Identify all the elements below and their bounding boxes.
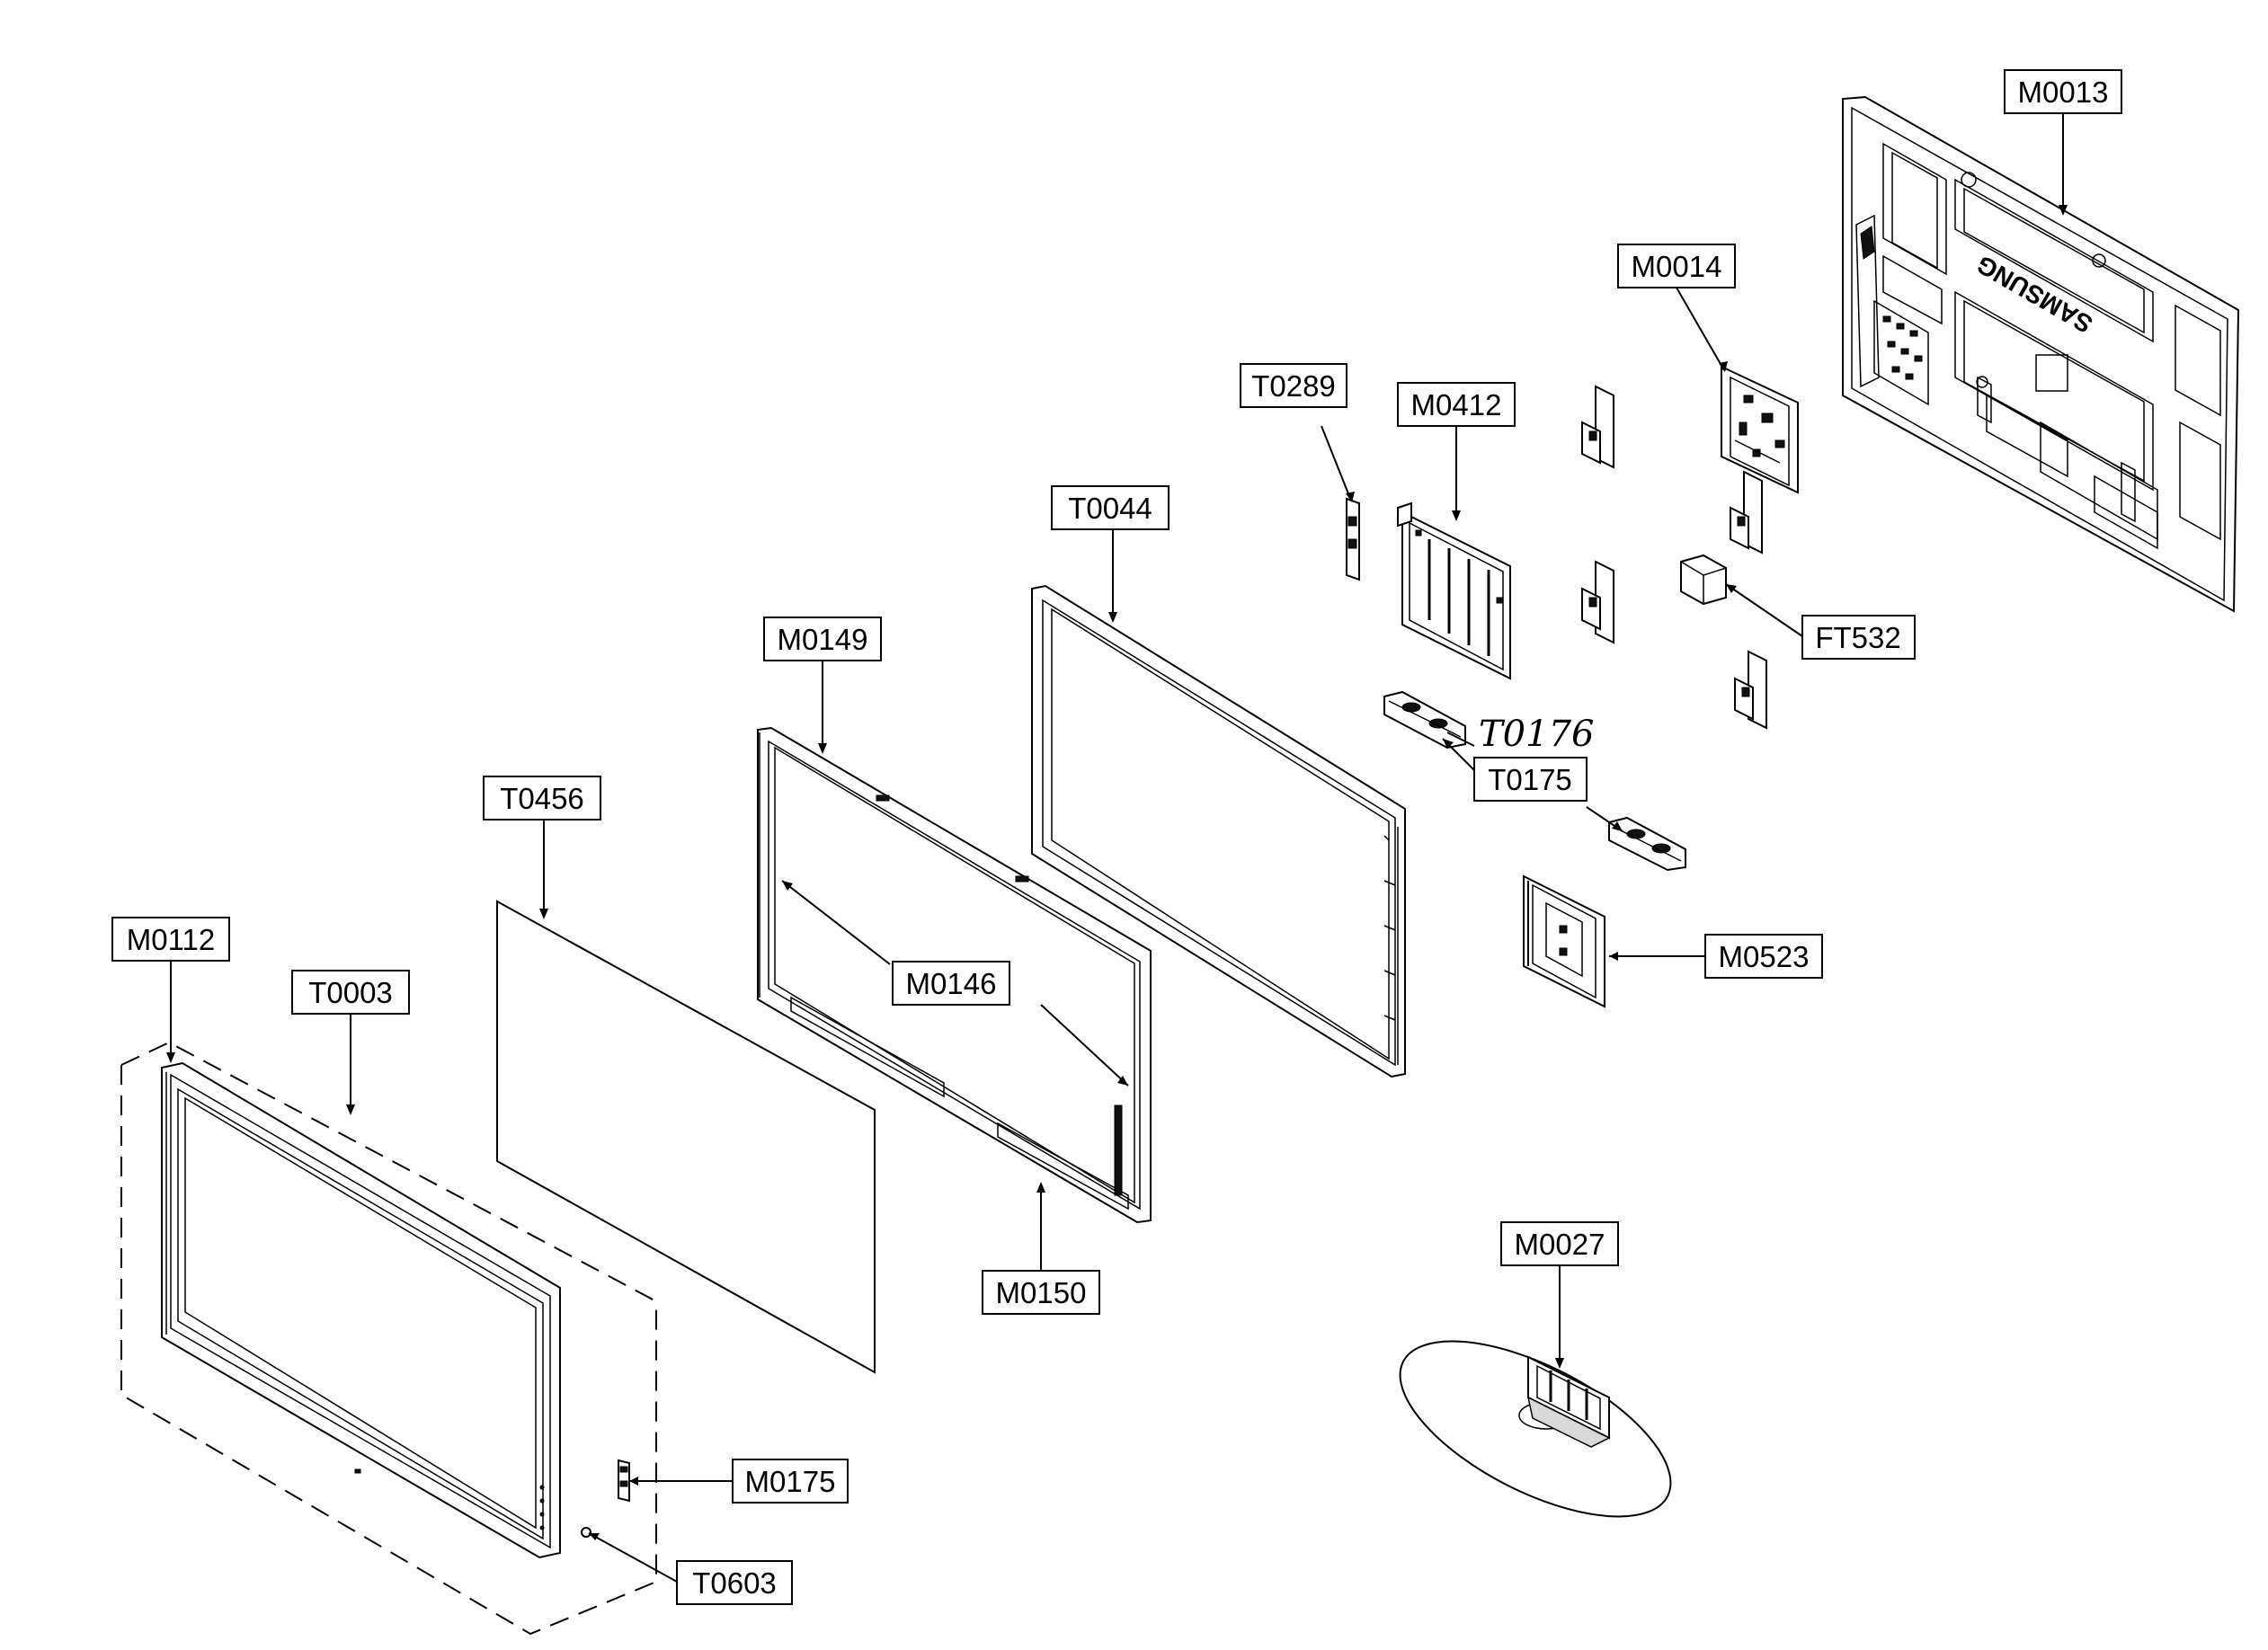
label-M0149: M0149	[763, 617, 882, 661]
label-T0044: T0044	[1051, 485, 1170, 530]
label-T0289: T0289	[1240, 363, 1347, 408]
main-board-part	[1721, 365, 1799, 494]
m0412-bracket-part	[1397, 501, 1511, 680]
leader-lines	[166, 112, 2068, 1583]
speaker-part-upper	[1383, 690, 1466, 750]
label-T0603: T0603	[676, 1560, 793, 1605]
label-M0523-text: M0523	[1719, 940, 1810, 973]
bracket-part-3	[1581, 560, 1614, 644]
stand-part	[1399, 1340, 1672, 1518]
label-T0044-text: T0044	[1068, 492, 1152, 525]
label-T0175: T0175	[1473, 757, 1588, 802]
label-M0149-text: M0149	[778, 623, 868, 656]
label-M0112-text: M0112	[127, 923, 215, 956]
bezel-dashed-outline	[120, 1041, 657, 1636]
label-T0456-text: T0456	[500, 782, 584, 815]
label-M0150: M0150	[982, 1270, 1100, 1315]
label-FT532-text: FT532	[1815, 621, 1900, 654]
label-FT532: FT532	[1801, 615, 1916, 660]
t0289-strip-part	[1346, 497, 1360, 581]
label-M0027: M0027	[1500, 1221, 1619, 1266]
label-M0150-text: M0150	[996, 1276, 1087, 1309]
label-T0003: T0003	[291, 970, 410, 1015]
label-T0603-text: T0603	[692, 1566, 777, 1600]
label-M0014-text: M0014	[1632, 250, 1722, 283]
label-M0013: M0013	[2004, 69, 2122, 114]
t0603-screw-part	[581, 1527, 591, 1538]
back-cover-part: SAMSUNG	[1842, 95, 2240, 613]
label-M0175-text: M0175	[745, 1465, 836, 1498]
label-M0146: M0146	[892, 961, 1010, 1006]
label-M0027-text: M0027	[1515, 1228, 1605, 1261]
bracket-part-1	[1581, 385, 1614, 469]
label-T0003-text: T0003	[308, 976, 393, 1009]
bracket-part-2	[1730, 470, 1763, 554]
label-M0014: M0014	[1617, 244, 1736, 288]
label-M0112: M0112	[111, 917, 230, 962]
label-M0013-text: M0013	[2018, 75, 2109, 109]
label-M0412: M0412	[1397, 382, 1516, 427]
speaker-part-lower	[1608, 816, 1686, 872]
front-bezel-part	[161, 1061, 561, 1559]
m0523-bracket-part	[1523, 874, 1605, 1008]
label-M0523: M0523	[1704, 934, 1823, 979]
t0044-frame-part	[1031, 584, 1406, 1078]
label-M0412-text: M0412	[1411, 388, 1502, 421]
label-T0289-text: T0289	[1251, 369, 1336, 403]
bracket-part-4	[1734, 650, 1767, 730]
label-T0456: T0456	[483, 776, 601, 821]
label-M0146-text: M0146	[906, 967, 997, 1000]
handwritten-part-note: T0176	[1479, 714, 1594, 755]
label-T0175-text: T0175	[1488, 763, 1572, 796]
ferrite-connector-part	[1680, 554, 1727, 606]
label-M0175: M0175	[732, 1459, 849, 1504]
m0175-ir-board-part	[618, 1459, 630, 1503]
t0456-glass-panel-part	[496, 900, 876, 1374]
